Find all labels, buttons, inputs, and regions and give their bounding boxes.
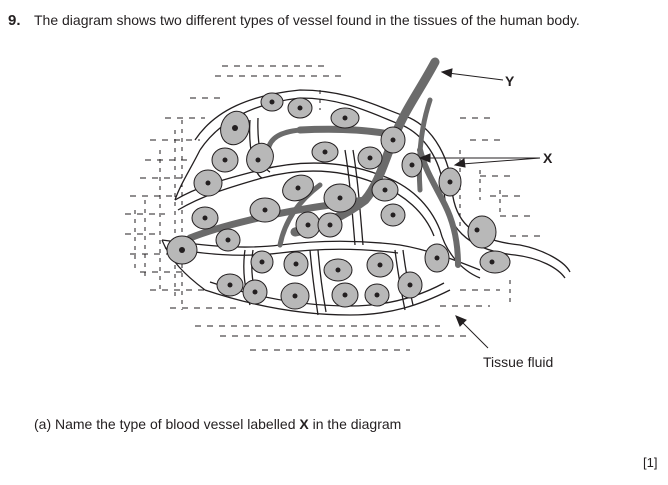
part-a-prefix: (a) Name the type of blood vessel labell… bbox=[34, 416, 300, 432]
question-text: The diagram shows two different types of… bbox=[34, 12, 580, 28]
marks-indicator: [1] bbox=[643, 455, 658, 470]
tissue-cells bbox=[166, 92, 511, 310]
label-y: Y bbox=[505, 73, 515, 89]
tissue-fluid-dashes bbox=[125, 65, 540, 351]
part-a-suffix: in the diagram bbox=[308, 416, 402, 432]
part-a-question: (a) Name the type of blood vessel labell… bbox=[34, 416, 401, 432]
tissue-fluid-vertical-dashes bbox=[134, 90, 511, 310]
label-tissue-fluid: Tissue fluid bbox=[483, 354, 553, 370]
vessel-diagram: Y X Tissue fluid bbox=[125, 57, 571, 370]
cell-nuclei bbox=[179, 99, 495, 299]
part-a-bold-label: X bbox=[299, 416, 309, 432]
question-number: 9. bbox=[8, 12, 21, 29]
label-pointers bbox=[418, 68, 541, 349]
label-x: X bbox=[543, 150, 553, 166]
